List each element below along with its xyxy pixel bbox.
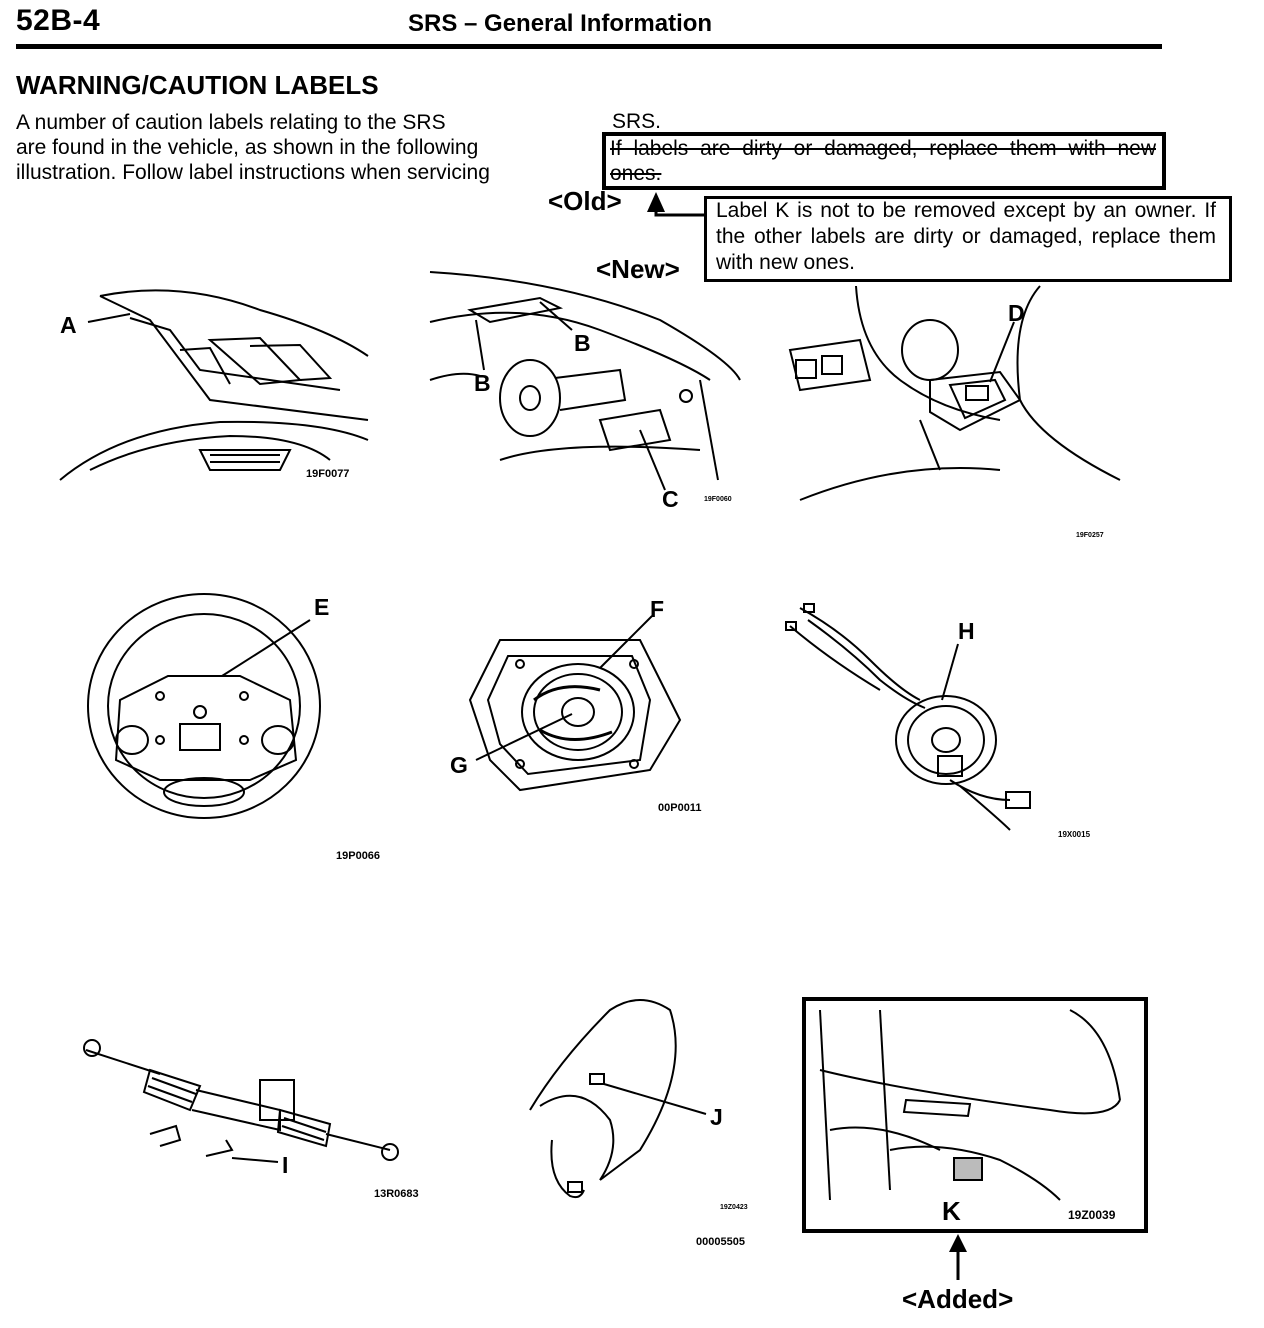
old-note-text: If labels are dirty or damaged, replace …: [610, 137, 1156, 185]
figure-code: 19F0060: [704, 496, 732, 503]
airbag-module-figure: [468, 615, 682, 792]
figure-code: 19Z0423: [720, 1204, 748, 1211]
label-k: K: [942, 1196, 961, 1226]
intro-end: SRS.: [612, 110, 662, 133]
old-note-box: [602, 132, 1166, 190]
intro-line: A number of caution labels relating to t…: [16, 111, 446, 134]
steering-gear-figure: [83, 1039, 399, 1163]
intro-line: are found in the vehicle, as shown in th…: [16, 136, 479, 159]
figure-code: 19P0066: [336, 850, 381, 862]
label-i: I: [282, 1152, 289, 1178]
added-arrow-icon: [949, 1234, 967, 1280]
glovebox-figure: [819, 1009, 1121, 1201]
label-f: F: [650, 596, 665, 622]
figure-code: 19F0077: [306, 468, 350, 480]
figure-code: 19X0015: [1058, 830, 1091, 839]
label-c: C: [662, 486, 679, 512]
console-figure: [788, 285, 1121, 501]
label-b: B: [474, 370, 491, 396]
label-e: E: [314, 594, 330, 620]
new-note-box: [704, 196, 1232, 282]
old-new-arrow-icon: [647, 192, 704, 217]
clock-spring-figure: [785, 603, 1031, 831]
added-tag: <Added>: [902, 1284, 1014, 1314]
figure-code: 00005505: [696, 1236, 745, 1248]
intro-paragraph: A number of caution labels relating to t…: [16, 110, 556, 185]
label-g: G: [450, 752, 468, 778]
intro-line: illustration. Follow label instructions …: [16, 161, 490, 184]
figure-code: 19Z0039: [1068, 1208, 1116, 1222]
steering-wheel-figure: [87, 593, 321, 819]
label-j: J: [710, 1104, 723, 1130]
figure-code: 19F0257: [1076, 532, 1104, 539]
new-tag: <New>: [596, 254, 680, 284]
page-number: 52B-4: [16, 4, 101, 37]
figure-code: 00P0011: [658, 802, 702, 814]
header-rule: [16, 44, 1162, 49]
section-title: WARNING/CAUTION LABELS: [16, 70, 379, 100]
hood-figure: [59, 289, 369, 481]
new-note-text: Label K is not to be removed except by a…: [716, 199, 1216, 274]
label-d: D: [1008, 300, 1025, 326]
label-h: H: [958, 618, 975, 644]
label-a: A: [60, 312, 77, 338]
old-tag: <Old>: [548, 186, 622, 216]
pad-figure: [529, 999, 707, 1199]
dashboard-figure: [429, 271, 741, 491]
figure-code: 13R0683: [374, 1188, 419, 1200]
label-b: B: [574, 330, 591, 356]
glovebox-figure-frame: [802, 997, 1148, 1233]
page-header-title: SRS – General Information: [408, 10, 713, 37]
